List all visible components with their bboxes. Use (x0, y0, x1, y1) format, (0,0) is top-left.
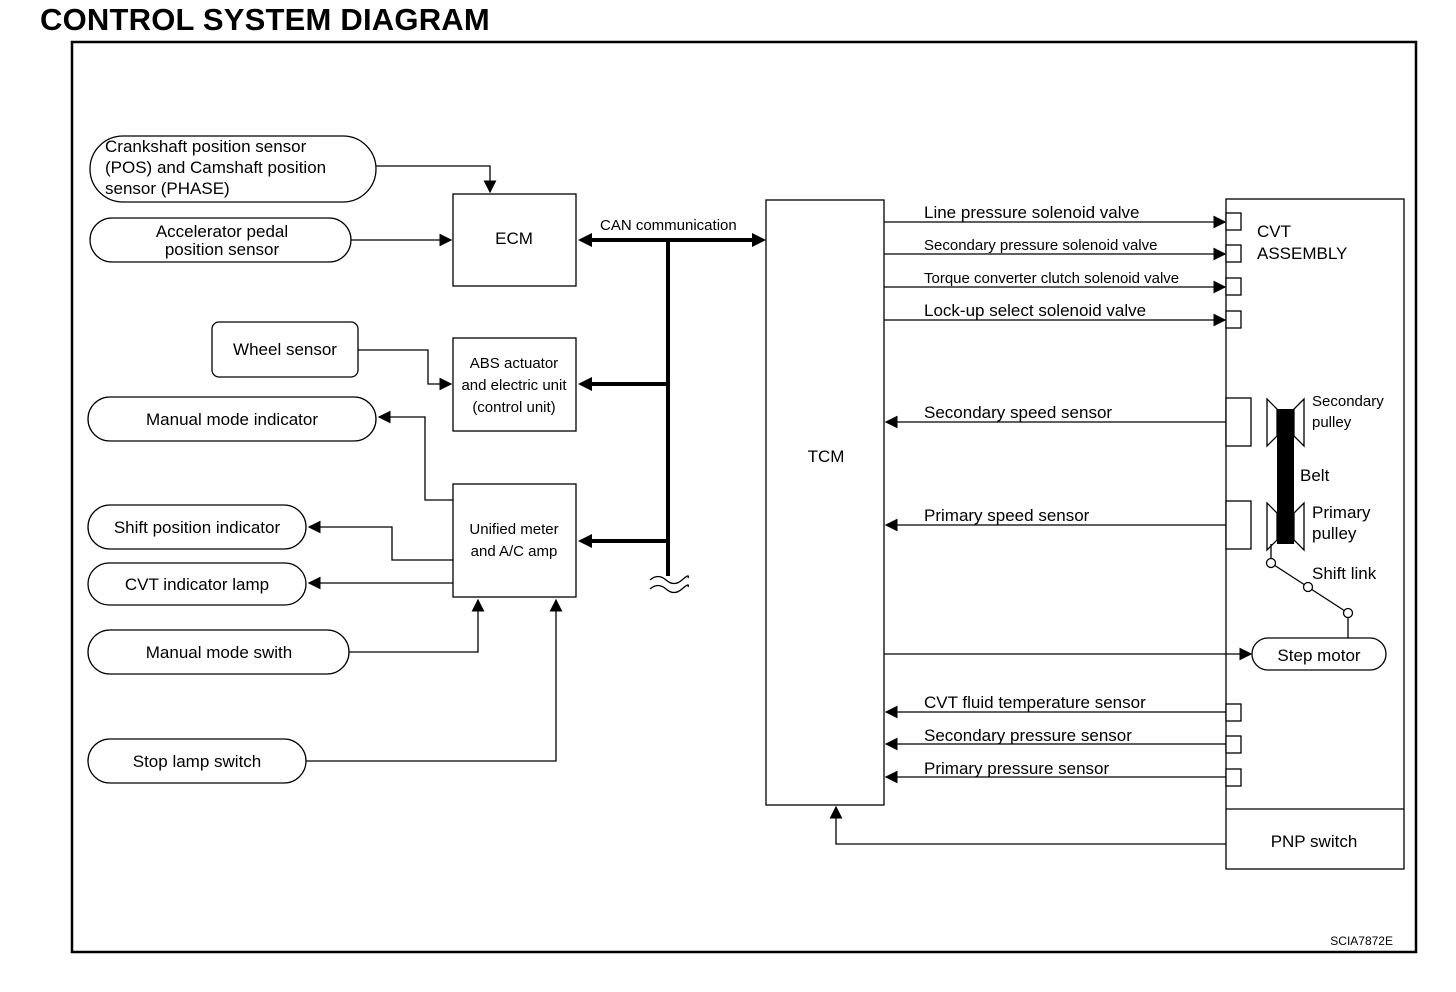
meter-label-1: Unified meter (469, 521, 558, 538)
terminal-primary-speed (1225, 500, 1252, 550)
abs-label-3: (control unit) (472, 399, 555, 416)
meter-to-shift-indicator-line (307, 520, 453, 561)
secondary-pressure-sensor-label: Secondary pressure sensor (924, 726, 1132, 745)
step-motor-label: Step motor (1277, 646, 1360, 665)
ecm-unit: ECM (452, 193, 577, 287)
meter-unit: Unified meter and A/C amp (452, 483, 577, 598)
cvt-title-2: ASSEMBLY (1257, 244, 1347, 263)
accelerator-sensor-node: Accelerator pedal position sensor (89, 217, 352, 263)
page-title: CONTROL SYSTEM DIAGRAM (40, 2, 490, 37)
terminal-line-pressure (1225, 212, 1242, 231)
cvt-indicator-lamp-node: CVT indicator lamp (87, 562, 307, 606)
terminal-fluid-temp (1225, 703, 1242, 722)
figure-code: SCIA7872E (1330, 934, 1393, 948)
meter-to-manual-indicator-line (377, 410, 453, 501)
secondary-pulley-label-1: Secondary (1312, 393, 1384, 410)
terminal-secondary-pressure (1225, 735, 1242, 754)
secondary-pulley-label-2: pulley (1312, 414, 1352, 431)
wheel-to-abs-line (358, 349, 453, 391)
primary-pulley-label-1: Primary (1312, 503, 1371, 522)
abs-label-2: and electric unit (461, 377, 567, 394)
ecm-label: ECM (495, 229, 533, 248)
lockup-valve-label: Lock-up select solenoid valve (924, 301, 1146, 320)
pnp-switch-line (829, 805, 1226, 845)
belt-label: Belt (1300, 466, 1330, 485)
tcm-unit: TCM (765, 199, 885, 806)
secondary-pressure-valve-label: Secondary pressure solenoid valve (924, 237, 1157, 254)
step-motor-node: Step motor (1251, 637, 1387, 671)
terminal-secondary-speed (1225, 397, 1252, 447)
manual-switch-to-meter-line (349, 598, 485, 653)
abs-label-1: ABS actuator (470, 355, 558, 372)
fluid-temp-sensor-label: CVT fluid temperature sensor (924, 693, 1146, 712)
primary-pressure-sensor-label: Primary pressure sensor (924, 759, 1110, 778)
accelerator-label-1: Accelerator pedal (156, 222, 288, 241)
terminal-lockup (1225, 310, 1242, 329)
shift-link-shape (1265, 544, 1354, 638)
shift-position-indicator-label: Shift position indicator (114, 518, 281, 537)
manual-mode-switch-label: Manual mode swith (146, 643, 292, 662)
wheel-sensor-label: Wheel sensor (233, 340, 337, 359)
crankshaft-label-2: (POS) and Camshaft position (105, 158, 326, 177)
stop-lamp-switch-label: Stop lamp switch (133, 752, 262, 771)
belt-shape (1277, 409, 1294, 544)
secondary-speed-sensor-label: Secondary speed sensor (924, 403, 1112, 422)
torque-converter-valve-label: Torque converter clutch solenoid valve (924, 270, 1179, 287)
can-communication-label: CAN communication (600, 217, 737, 234)
can-bus: CAN communication (578, 217, 766, 594)
meter-label-2: and A/C amp (471, 543, 558, 560)
abs-unit: ABS actuator and electric unit (control … (452, 337, 577, 432)
primary-pulley-shape (1266, 501, 1305, 552)
stop-lamp-switch-node: Stop lamp switch (87, 738, 307, 784)
crankshaft-label-3: sensor (PHASE) (105, 179, 230, 198)
primary-pulley-label-2: pulley (1312, 524, 1357, 543)
cvt-title-1: CVT (1257, 222, 1291, 241)
manual-mode-switch-node: Manual mode swith (87, 629, 350, 675)
cvt-indicator-lamp-label: CVT indicator lamp (125, 575, 269, 594)
stop-lamp-to-meter-line (306, 598, 563, 762)
cvt-assembly: CVT ASSEMBLY PNP switch Secondary pulley… (1225, 198, 1405, 870)
manual-mode-indicator-label: Manual mode indicator (146, 410, 318, 429)
crankshaft-label-1: Crankshaft position sensor (105, 137, 307, 156)
accelerator-label-2: position sensor (165, 240, 280, 259)
terminal-secondary-valve (1225, 244, 1242, 263)
line-pressure-valve-label: Line pressure solenoid valve (924, 203, 1139, 222)
crankshaft-sensor-node: Crankshaft position sensor (POS) and Cam… (89, 135, 377, 203)
crankshaft-to-ecm-line (376, 165, 497, 194)
terminal-primary-pressure (1225, 768, 1242, 787)
manual-mode-indicator-node: Manual mode indicator (87, 396, 377, 442)
shift-position-indicator-node: Shift position indicator (87, 504, 307, 550)
pnp-switch-label: PNP switch (1271, 832, 1358, 851)
terminal-torque-converter (1225, 277, 1242, 296)
primary-speed-sensor-label: Primary speed sensor (924, 506, 1090, 525)
diagram-frame (70, 40, 1418, 954)
tcm-label: TCM (808, 447, 845, 466)
shift-link-label: Shift link (1312, 564, 1377, 583)
wheel-sensor-node: Wheel sensor (211, 321, 359, 378)
